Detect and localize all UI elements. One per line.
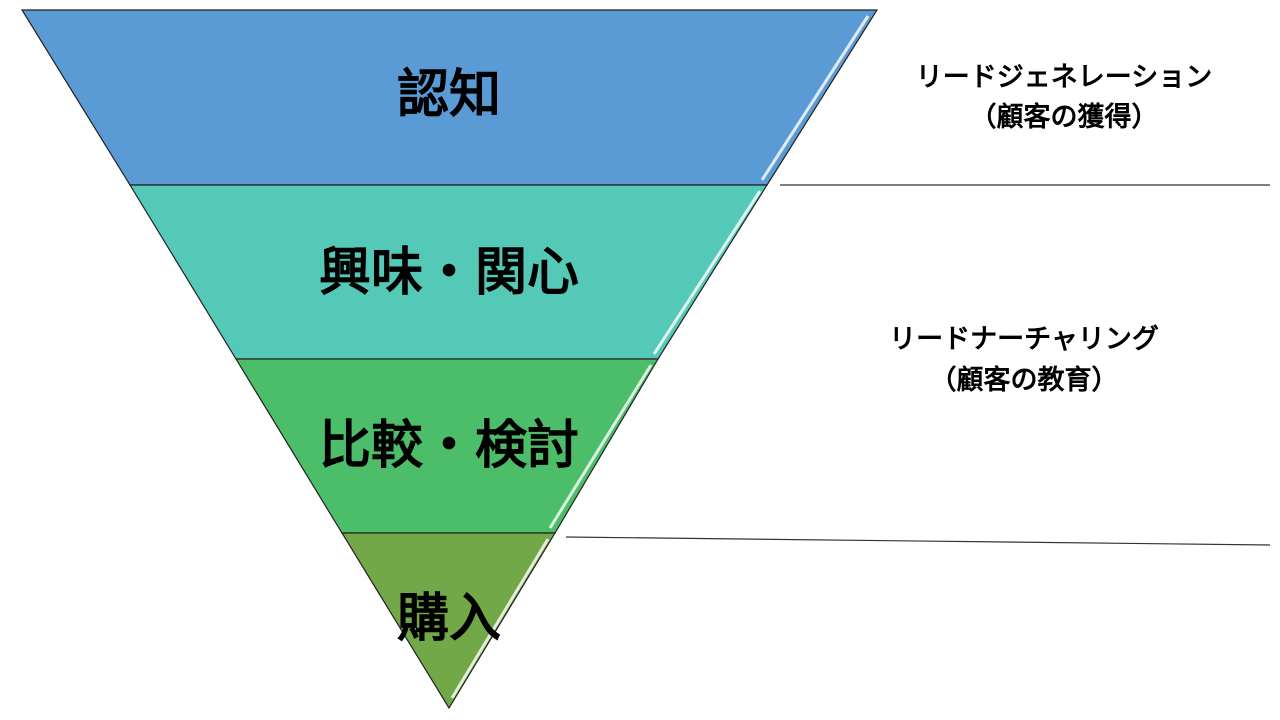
lead-generation-title: リードジェネレーション bbox=[916, 62, 1212, 93]
segment-highlight bbox=[652, 190, 762, 355]
annotation-lead-generation: リードジェネレーション （顧客の獲得） bbox=[916, 62, 1212, 133]
funnel-layer-awareness: 認知 bbox=[20, 9, 879, 186]
funnel-segment-purchase bbox=[340, 532, 557, 710]
segment-highlight bbox=[450, 538, 550, 699]
stage-label-comparison: 比較・検討 bbox=[319, 416, 579, 476]
stage-label-awareness: 認知 bbox=[397, 65, 501, 125]
lead-generation-subtitle: （顧客の獲得） bbox=[970, 101, 1159, 133]
stage-label-interest: 興味・関心 bbox=[319, 243, 579, 303]
funnel-layer-interest: 興味・関心 bbox=[128, 184, 769, 360]
lead-nurturing-title: リードナーチャリング bbox=[889, 323, 1159, 355]
funnel-layer-purchase: 購入 bbox=[340, 532, 557, 710]
lead-nurturing-subtitle: （顧客の教育） bbox=[930, 364, 1119, 396]
divider-line-lower bbox=[565, 536, 1271, 546]
annotation-lead-nurturing: リードナーチャリング （顧客の教育） bbox=[889, 323, 1159, 396]
segment-highlight bbox=[760, 15, 870, 181]
segment-highlight bbox=[548, 364, 653, 529]
stage-label-purchase: 購入 bbox=[397, 589, 501, 649]
funnel-layer-comparison: 比較・検討 bbox=[234, 358, 660, 534]
